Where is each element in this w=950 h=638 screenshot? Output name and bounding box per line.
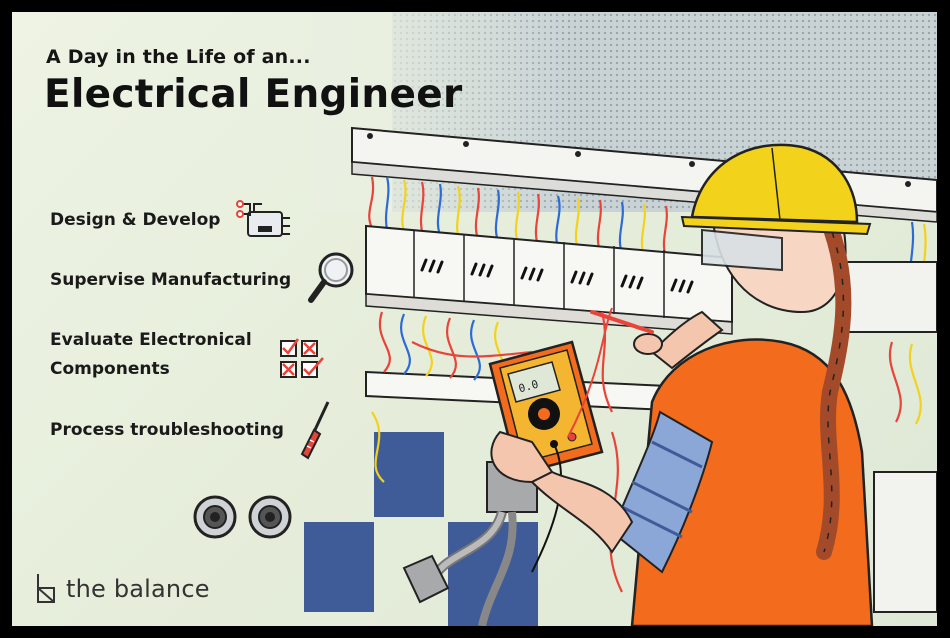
circuit-board-icon (236, 200, 290, 237)
task-supervise-manufacturing: Supervise Manufacturing (50, 270, 292, 290)
balance-logo-icon (37, 574, 55, 603)
magnifying-glass-icon (308, 252, 354, 303)
wall-tiles (304, 432, 538, 626)
task-evaluate-components: Evaluate Electronical Components (50, 330, 252, 379)
brand-logo: the balance (34, 572, 210, 606)
checkbox-grid-icon (280, 338, 324, 378)
page-subtitle: A Day in the Life of an... (46, 46, 311, 68)
probe (590, 310, 654, 334)
engineer-illustration: 0.0 (304, 126, 937, 626)
breaker-panel (365, 224, 937, 613)
task-design-develop: Design & Develop (50, 210, 221, 230)
knobs-decoration (193, 495, 292, 539)
task-process-troubleshooting: Process troubleshooting (50, 420, 284, 440)
screwdriver-icon (300, 401, 330, 460)
infographic-frame: 0.0 A Day in the Life of an... Electrica… (12, 12, 937, 626)
page-title: Electrical Engineer (44, 72, 463, 117)
conduit-cables (402, 461, 538, 626)
multimeter (488, 307, 634, 573)
brand-name: the balance (66, 575, 210, 603)
engineer (610, 143, 874, 626)
multimeter-readout: 0.0 (517, 378, 540, 396)
